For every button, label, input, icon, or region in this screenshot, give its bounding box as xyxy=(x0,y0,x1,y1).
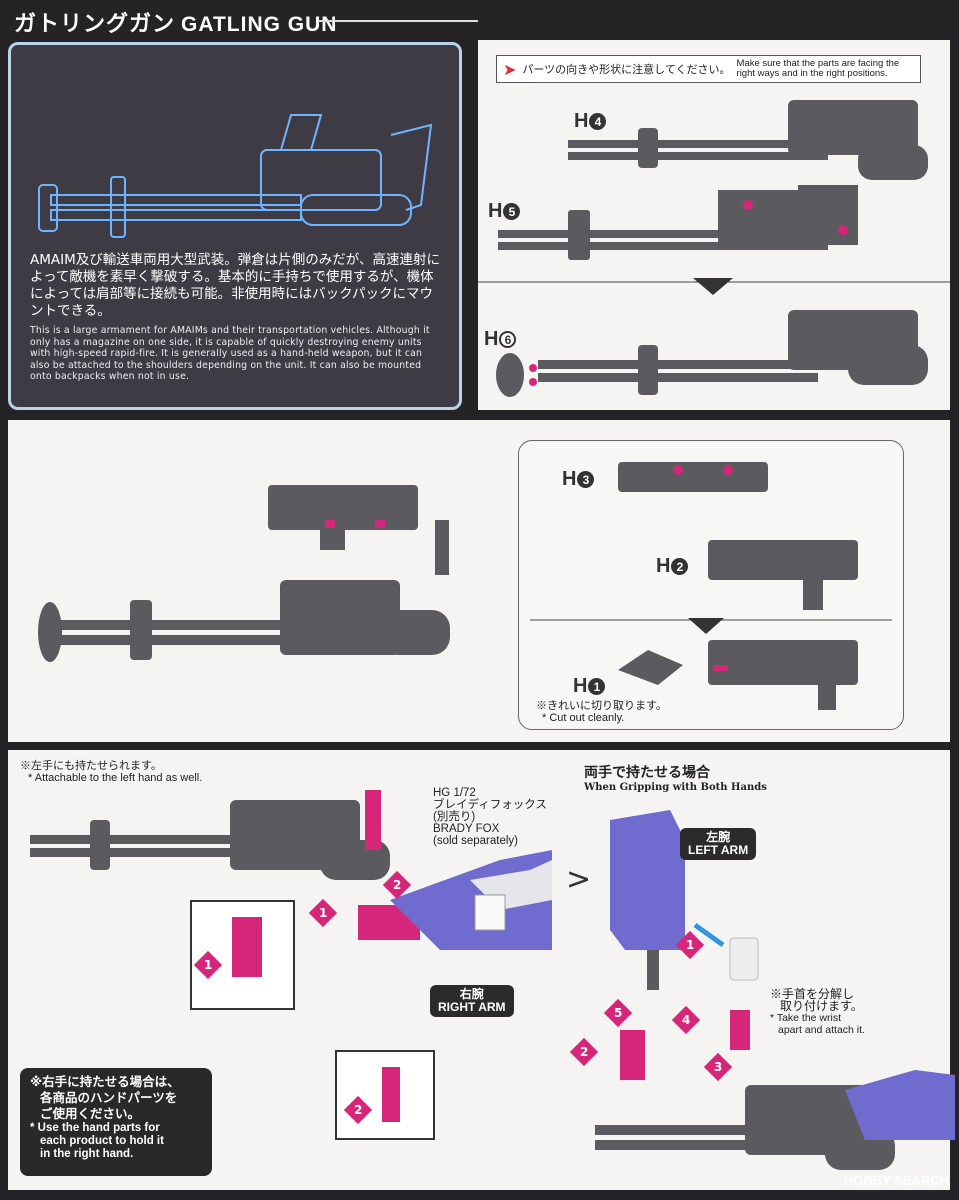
brady-fox-arm-image xyxy=(390,850,552,950)
title-divider xyxy=(318,20,478,22)
description-jp: AMAIM及び輸送車両用大型武装。弾倉は片側のみだが、高速連射によって敵機を素早… xyxy=(30,252,440,319)
detail-inset-2 xyxy=(335,1050,435,1140)
right-hand-note: ※右手に持たせる場合は、各商品のハンドパーツをご使用ください。 * Use th… xyxy=(20,1068,212,1176)
title-en: GATLING GUN xyxy=(181,13,338,36)
handle-parts-diagram xyxy=(530,462,892,710)
cut-note: ※きれいに切り取ります。* Cut out cleanly. xyxy=(536,700,667,724)
weapon-info-frame xyxy=(8,42,462,410)
left-hand-note: ※左手にも持たせられます。* Attachable to the left ha… xyxy=(20,760,203,784)
gun-right-arm-diagram xyxy=(30,790,420,940)
gatling-hologram-image xyxy=(38,114,433,238)
description-en: This is a large armament for AMAIMs and … xyxy=(30,325,430,382)
notice-en: Make sure that the parts are facing the … xyxy=(736,58,900,79)
next-step-arrow-icon: > xyxy=(566,862,592,897)
warning-arrow-icon: ➤ xyxy=(503,59,517,79)
watermark: HOBBY SEARCH xyxy=(843,1173,949,1188)
title-jp: ガトリングガン xyxy=(14,12,176,37)
both-hands-diagram xyxy=(595,810,955,1170)
orientation-notice: ➤ パーツの向きや形状に注意してください。 Make sure that the… xyxy=(496,55,921,83)
notice-jp: パーツの向きや形状に注意してください。 xyxy=(522,63,731,76)
gun-assembly-diagram xyxy=(478,100,950,397)
gun-with-handle-diagram xyxy=(38,485,450,662)
